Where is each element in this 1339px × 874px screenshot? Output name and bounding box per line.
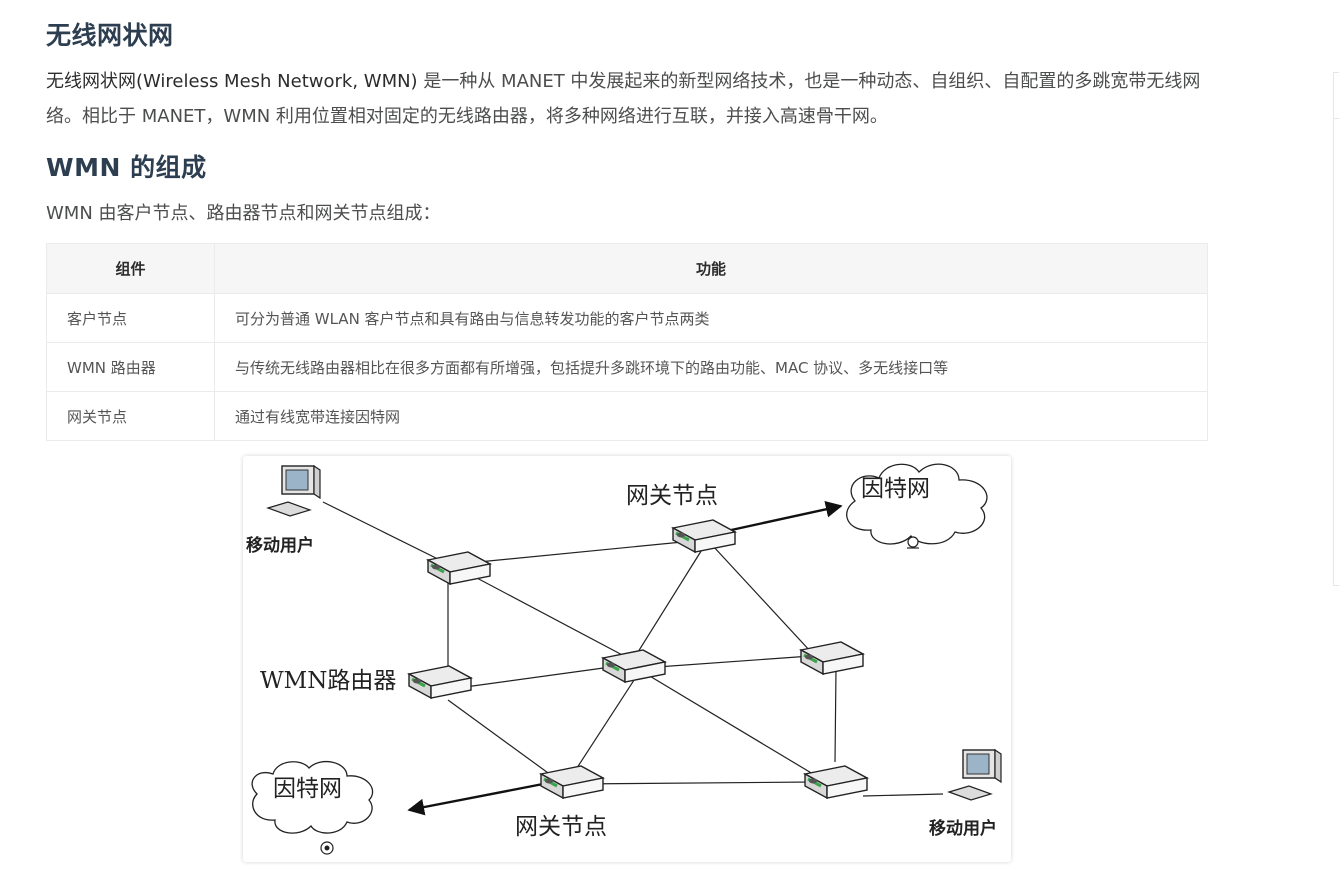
wmn-term: 无线网状网(Wireless Mesh Network, WMN) [46,71,418,92]
table-cell-function: 可分为普通 WLAN 客户节点和具有路由与信息转发功能的客户节点两类 [214,293,1208,343]
internet-label-top: 因特网 [861,476,930,502]
cloud-icon [251,760,374,855]
gateway-internet-arrow-top [712,501,843,536]
mobile-user-label-bottom: 移动用户 [929,818,997,839]
table-header-function: 功能 [214,243,1208,294]
router-icon [539,764,605,800]
router-icon [426,550,492,586]
section-title-wmn-composition: WMN 的组成 [46,153,207,182]
mobile-user-label-top: 移动用户 [246,535,314,556]
table-cell-function: 通过有线宽带连接因特网 [214,391,1208,441]
wmn-definition-text: 是一种从 MANET 中发展起来的新型网络技术，也是一种动态、自组织、自配置的多… [46,71,1201,127]
section-title-wmn: 无线网状网 [46,21,174,50]
wmn-topology-diagram: 移动用户 网关节点 因特网 WMN路由器 因特网 网关节点 移动用户 [243,456,1011,862]
gateway-label-top: 网关节点 [626,483,718,509]
computer-icon [948,749,1002,801]
wmn-router-label: WMN路由器 [260,668,396,694]
side-panel-edge [1333,72,1339,586]
gateway-internet-arrow-bottom [407,782,544,816]
composition-intro: WMN 由客户节点、路由器节点和网关节点组成： [46,203,441,224]
router-icon [671,518,737,554]
table-header-row: 组件 功能 [46,243,1208,294]
table-cell-component: WMN 路由器 [46,342,215,392]
table-row: WMN 路由器 与传统无线路由器相比在很多方面都有所增强，包括提升多跳环境下的路… [46,342,1208,392]
table-cell-component: 客户节点 [46,293,215,343]
router-icon [803,764,869,800]
computer-icon [267,465,321,517]
table-cell-function: 与传统无线路由器相比在很多方面都有所增强，包括提升多跳环境下的路由功能、MAC … [214,342,1208,392]
connection-lines [322,501,944,797]
cloud-icon [846,463,988,549]
components-table: 组件 功能 客户节点 可分为普通 WLAN 客户节点和具有路由与信息转发功能的客… [46,243,1208,441]
router-icon [799,640,865,676]
router-icon [407,664,473,700]
router-icon [601,648,667,684]
internet-label-bottom: 因特网 [273,776,342,802]
gateway-label-bottom: 网关节点 [515,814,607,840]
table-header-component: 组件 [46,243,215,294]
table-row: 客户节点 可分为普通 WLAN 客户节点和具有路由与信息转发功能的客户节点两类 [46,293,1208,343]
table-cell-component: 网关节点 [46,391,215,441]
table-row: 网关节点 通过有线宽带连接因特网 [46,391,1208,441]
wmn-definition-paragraph: 无线网状网(Wireless Mesh Network, WMN) 是一种从 M… [46,64,1211,134]
